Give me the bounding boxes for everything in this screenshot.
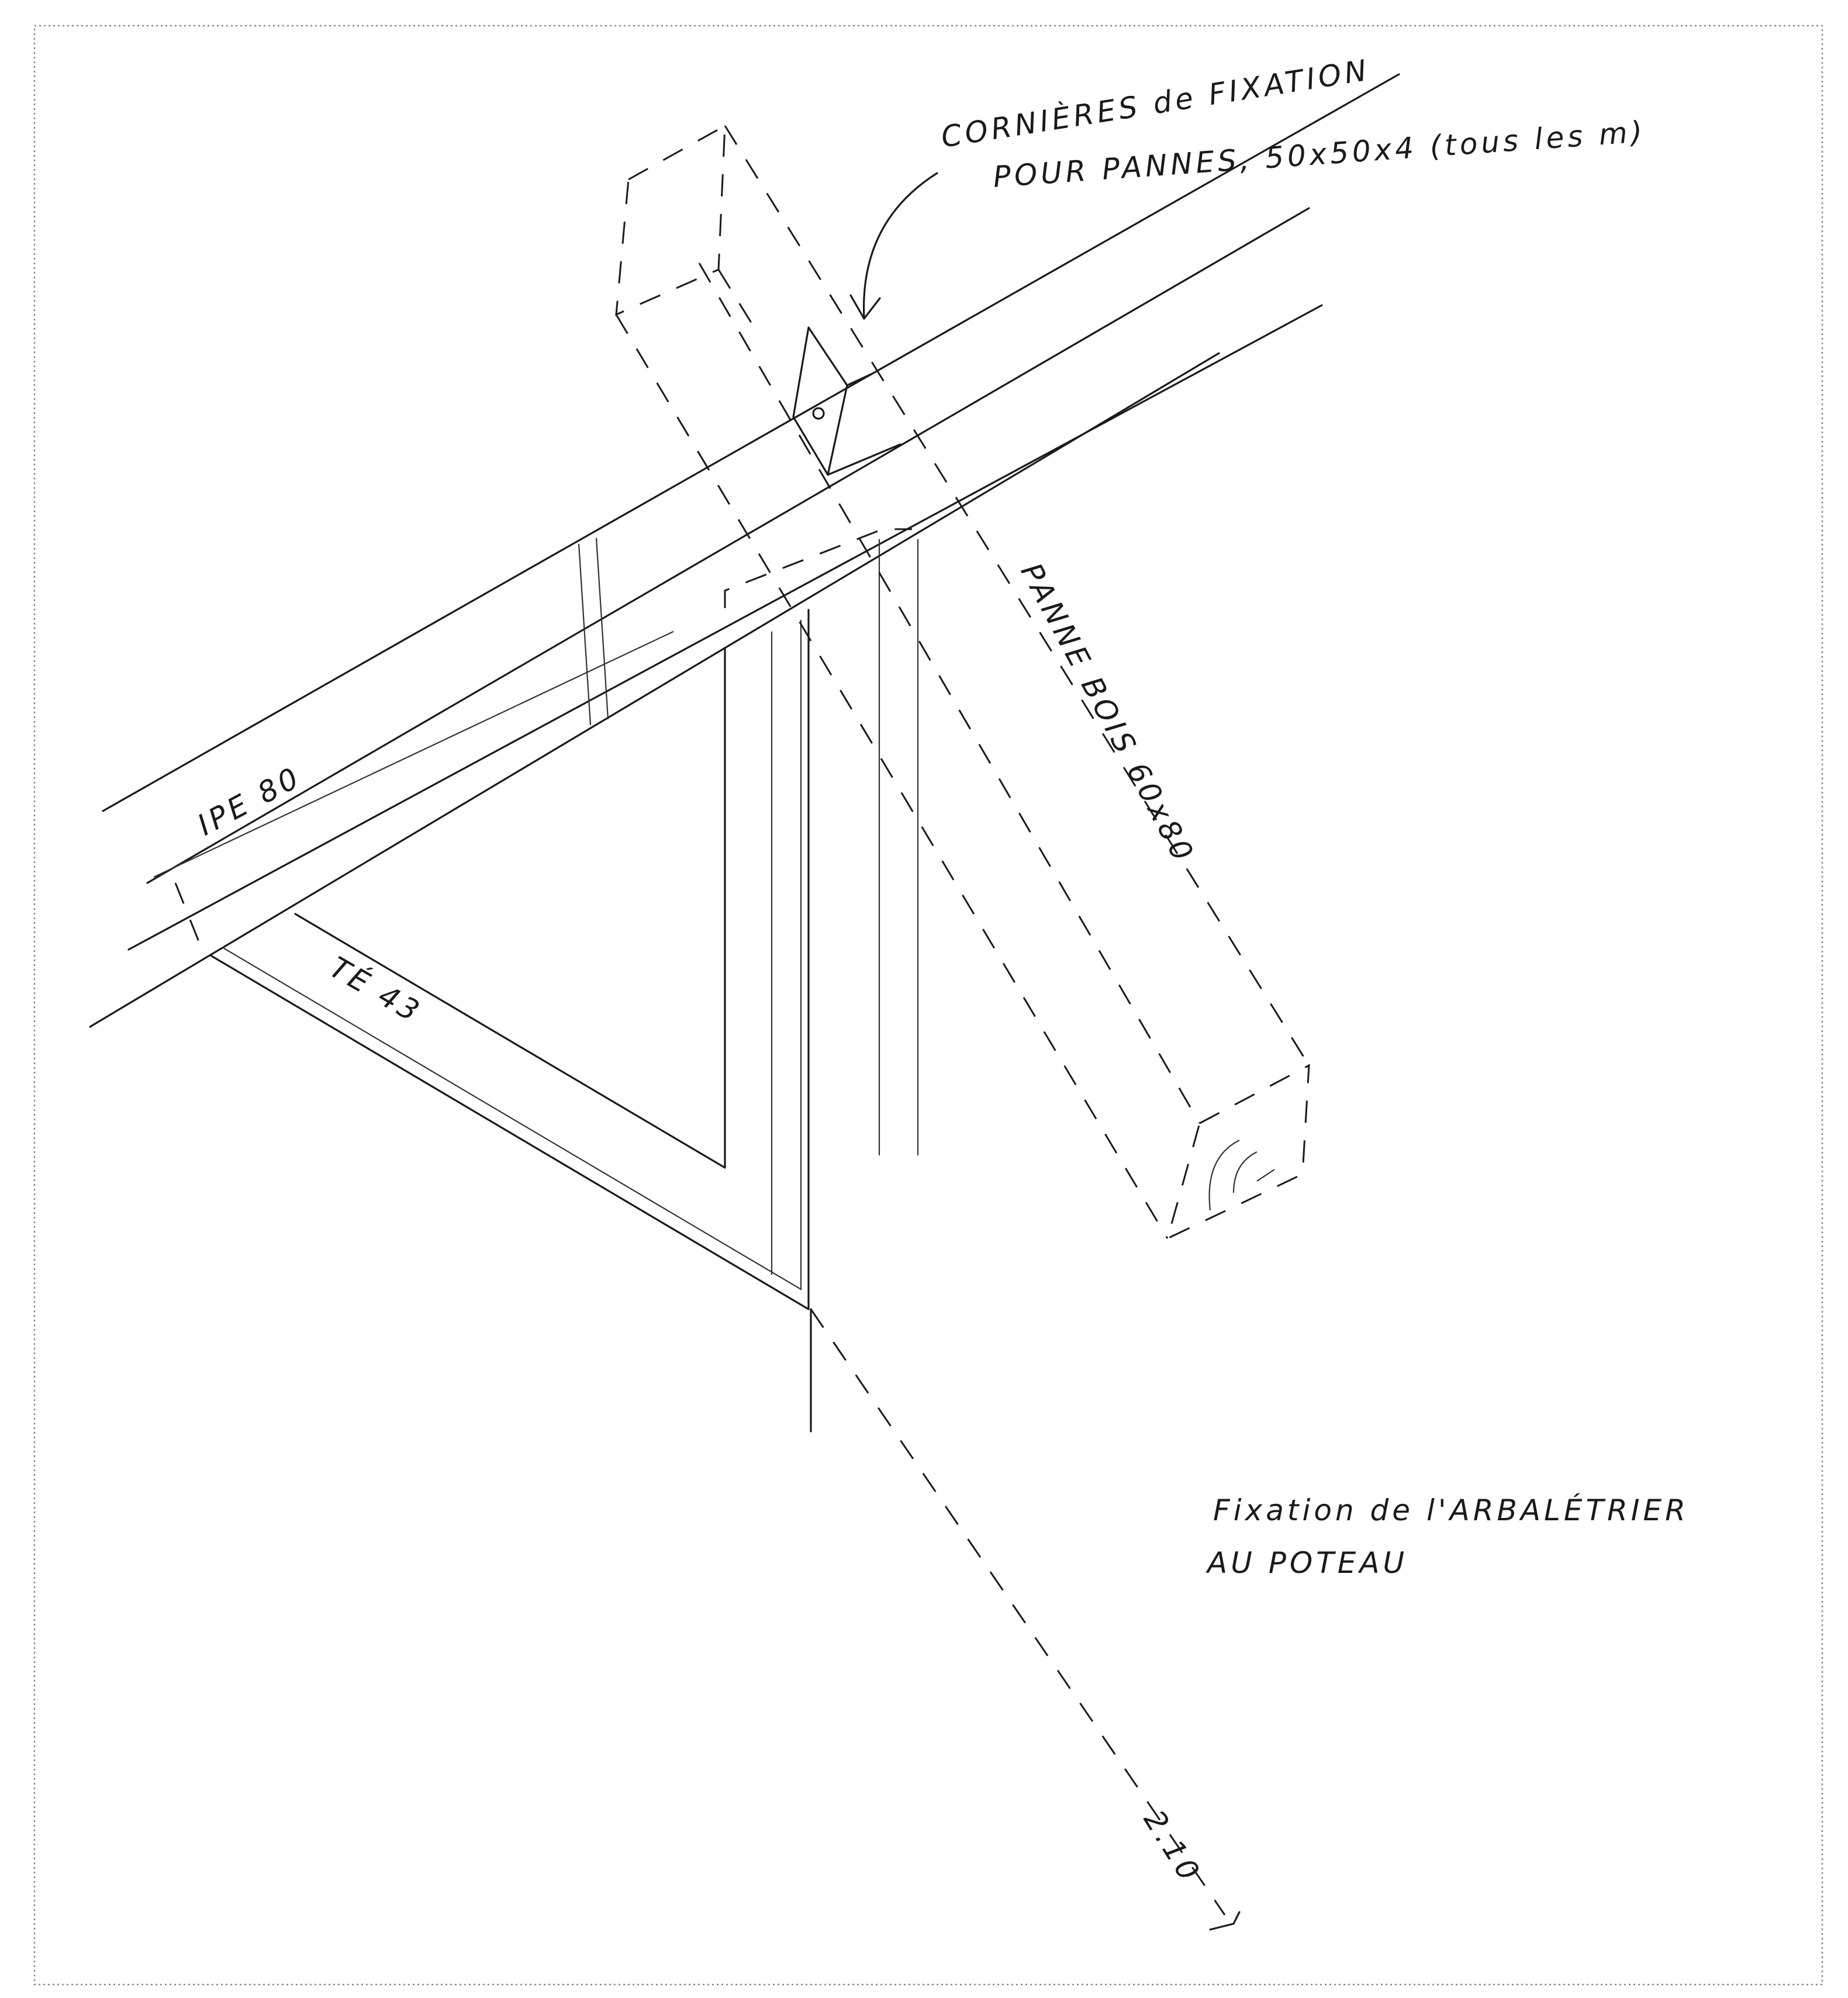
te-43-brace	[174, 528, 919, 1433]
page-border	[33, 25, 1823, 1986]
drawing-title-line2: AU POTEAU	[1205, 1546, 1408, 1580]
callout-arrow-icon	[849, 172, 938, 320]
drawing-title-line1: Fixation de l'ARBALÉTRIER	[1213, 1493, 1689, 1527]
corniere-bracket	[792, 326, 901, 476]
bolt-hole-icon	[812, 407, 825, 420]
panne-bois-purlin	[615, 124, 1310, 1240]
dimension-label: 2.10	[1137, 1804, 1208, 1890]
dimension-axis	[810, 1309, 1241, 1931]
ipe-80-rafter	[89, 73, 1400, 1028]
panne-label: PANNE BOIS 60x80	[1014, 557, 1201, 869]
